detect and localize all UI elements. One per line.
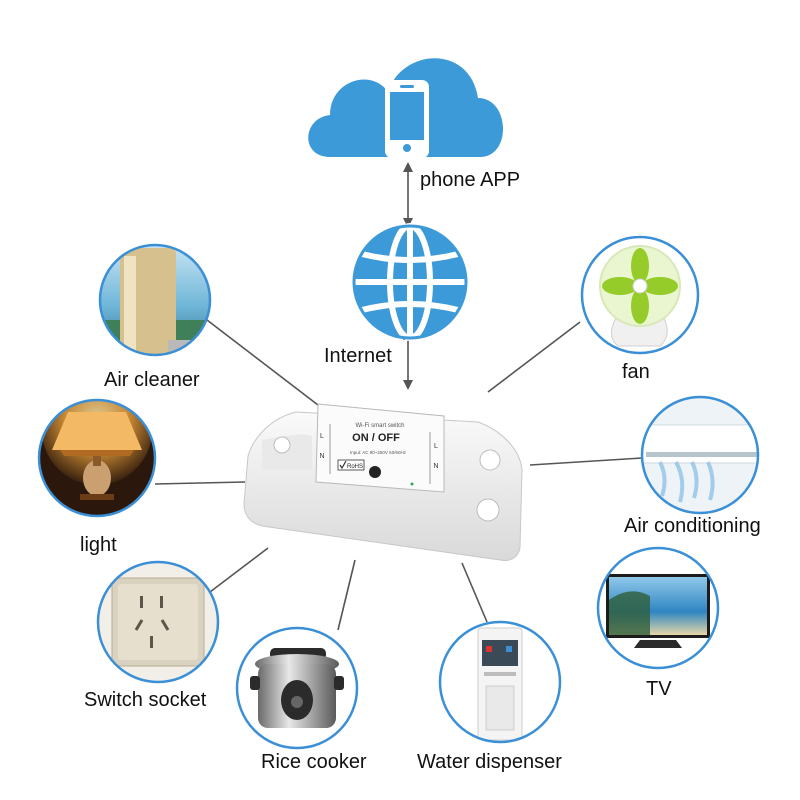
connector-lines <box>154 319 643 631</box>
light-label: light <box>80 534 117 556</box>
status-led <box>410 482 414 486</box>
phone-app-label: phone APP <box>420 169 521 191</box>
terminal-left-l: L <box>320 433 324 440</box>
rice-cooker-label: Rice cooker <box>261 751 367 773</box>
water-dispenser-image <box>438 620 562 744</box>
smart-switch-device: Wi-Fi smart switch ON / OFF Input: AC 90… <box>243 403 523 561</box>
air-cleaner-image <box>98 243 212 357</box>
switch-socket-label: Switch socket <box>84 689 207 711</box>
air-conditioner-image <box>640 395 760 515</box>
smartphone-icon <box>385 80 429 158</box>
terminal-right-l: L <box>434 443 438 450</box>
lamp-image <box>37 398 157 518</box>
device-switch-text: ON / OFF <box>352 432 400 444</box>
globe-icon <box>352 223 468 341</box>
air-cleaner-label: Air cleaner <box>104 369 200 391</box>
rohs-badge <box>337 459 365 471</box>
rohs-text: RoHS <box>347 464 363 470</box>
terminal-right-n: N <box>433 463 438 470</box>
fan-image <box>580 235 700 355</box>
fan-label: fan <box>622 361 650 383</box>
device-spec-text: Input: AC 90~250V 50/60Hz <box>350 450 407 455</box>
rice-cooker-image <box>235 626 359 750</box>
wall-socket-image <box>96 560 220 684</box>
check-icon <box>339 460 347 470</box>
device-button <box>369 466 381 478</box>
internet-label: Internet <box>324 345 392 367</box>
terminal-left-n: N <box>319 453 324 460</box>
air-conditioning-label: Air conditioning <box>624 515 761 537</box>
water-dispenser-label: Water dispenser <box>417 751 562 773</box>
tv-image <box>596 546 720 670</box>
cloud-internet-arrow <box>403 162 413 228</box>
tv-label: TV <box>646 678 672 700</box>
device-title: Wi-Fi smart switch <box>356 423 405 429</box>
